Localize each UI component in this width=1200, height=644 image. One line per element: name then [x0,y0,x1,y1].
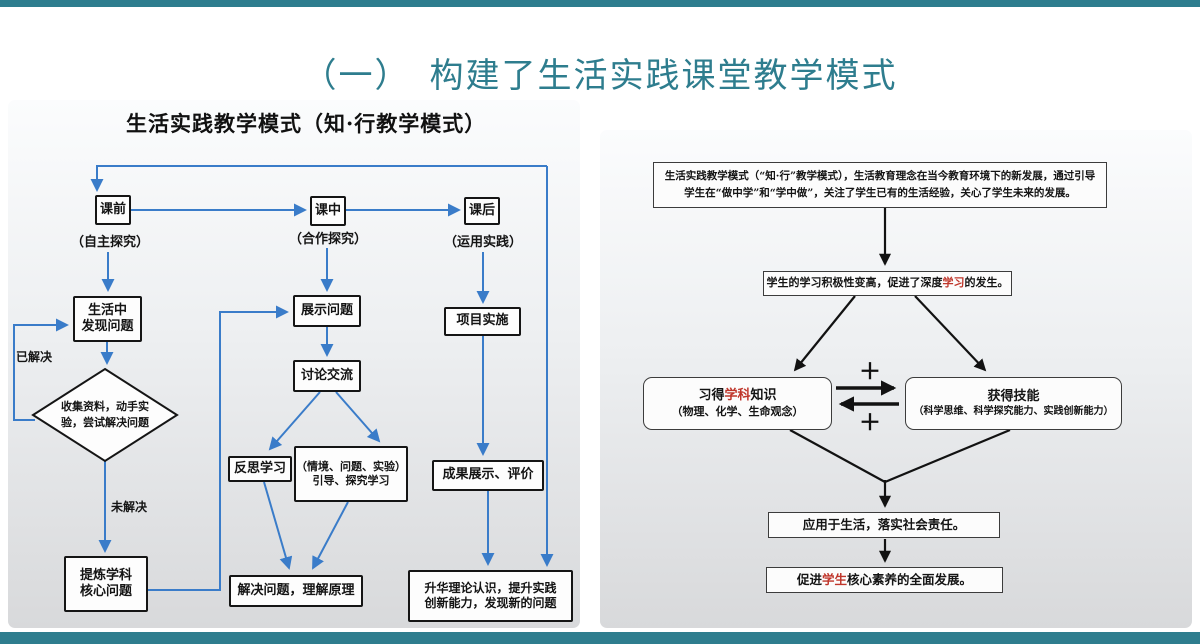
in-class-label: 课中 [314,202,341,218]
discuss-box: 讨论交流 [293,360,361,392]
left-flowchart-subtitle: 生活实践教学模式（知·行教学模式） [126,111,487,136]
develop-text: 促进 [796,571,822,587]
in-class-box: 课中 [310,196,346,226]
project-box: 项目实施 [444,307,521,336]
knowledge-title-end: 知识 [750,387,777,403]
line-knowledge-converge [789,429,886,483]
skill-subjects: （科学思维、科学探究能力、实践创新能力） [913,406,1114,418]
knowledge-title: 习得 [698,387,725,403]
guide-line1: （情境、问题、实验） [296,460,406,474]
results-box: 成果展示、评价 [432,460,544,491]
arrow-core-to-showproblem [148,305,289,591]
after-class-box: 课后 [464,197,500,225]
after-class-note: （运用实践） [443,235,522,250]
slide-title: （一） 构建了生活实践课堂教学模式 [302,57,898,95]
unsolved-edge-label: 未解决 [111,500,148,514]
pre-class-note: （自主探究） [70,235,149,250]
reflect-box: 反思学习 [228,456,292,482]
sublimate-box: 升华理论认识，提升实践 创新能力，发现新的问题 [408,570,573,622]
arrow-feedback-to-preclass [90,165,547,192]
arrow-guide-to-solve [312,501,349,570]
line-skill-converge [884,428,1011,484]
diamond-text: 收集资料，动手实 验，尝试解决问题 [55,399,155,431]
after-class-label: 课后 [468,202,495,218]
core-problem-box: 提炼学科 核心问题 [64,556,148,612]
intro-box: 生活实践教学模式（“知·行”教学模式），生活教育理念在当今教育环境下的新发展，通… [653,162,1107,208]
core-problem-line1: 提炼学科 [79,567,132,583]
develop-box: 促进学生核心素养的全面发展。 [766,567,1003,593]
show-problem-box: 展示问题 [293,295,361,327]
find-problem-box: 生活中 发现问题 [73,296,142,342]
right-flowchart-arrows [789,208,1011,563]
develop-red-text: 学生 [821,571,847,587]
apply-box: 应用于生活，落实社会责任。 [768,512,1000,538]
pre-class-box: 课前 [95,195,131,225]
in-class-note: （合作探究） [288,232,367,247]
find-problem-line1: 生活中 [87,302,127,318]
guide-line2: 引导、探究学习 [312,474,390,487]
bottom-accent-bar [0,632,1200,644]
solved-edge-label: 已解决 [16,350,53,364]
pre-class-label: 课前 [99,201,126,217]
arrow-outcome-to-knowledge [793,295,856,372]
arrow-discuss-to-guide [335,391,381,443]
left-flowchart-panel: 生活实践教学模式（知·行教学模式） 课前 [8,100,580,628]
arrow-solved-loop [13,318,69,421]
top-accent-bar [0,0,1200,7]
plus-sign-top: ＋ [859,360,882,385]
outcome-text: 学生的学习积极性变高，促进了深度 [766,276,943,290]
arrow-outcome-to-skill [914,295,987,372]
knowledge-red-text: 学科 [724,387,751,403]
outcome-text-end: 的发生。 [964,276,1009,290]
right-flowchart-panel: 生活实践教学模式（“知·行”教学模式），生活教育理念在当今教育环境下的新发展，通… [600,130,1192,628]
sublimate-line2: 创新能力，发现新的问题 [424,596,557,610]
outcome-box: 学生的学习积极性变高，促进了深度学习的发生。 [763,271,1012,296]
skill-box: 获得技能 （科学思维、科学探究能力、实践创新能力） [905,377,1122,430]
arrow-reflect-to-solve [263,481,293,570]
knowledge-box: 习得学科知识 （物理、化学、生命观念） [643,377,832,430]
sublimate-line1: 升华理论认识，提升实践 [424,581,557,595]
plus-sign-bottom: ＋ [859,411,882,436]
core-problem-line2: 核心问题 [79,584,132,599]
diamond-line1: 收集资料，动手实 [61,400,149,413]
find-problem-line2: 发现问题 [81,319,134,334]
diamond-line2: 验，尝试解决问题 [61,415,149,429]
outcome-red-text: 学习 [942,276,965,290]
develop-text-end: 核心素养的全面发展。 [847,571,973,587]
decision-diamond [31,367,179,463]
arrow-discuss-to-reflect [268,391,321,451]
guide-box: （情境、问题、实验） 引导、探究学习 [294,446,408,502]
knowledge-subjects: （物理、化学、生命观念） [671,404,804,418]
solve-box: 解决问题，理解原理 [229,575,363,607]
left-flowchart-arrows [13,165,554,591]
skill-title: 获得技能 [987,388,1040,404]
